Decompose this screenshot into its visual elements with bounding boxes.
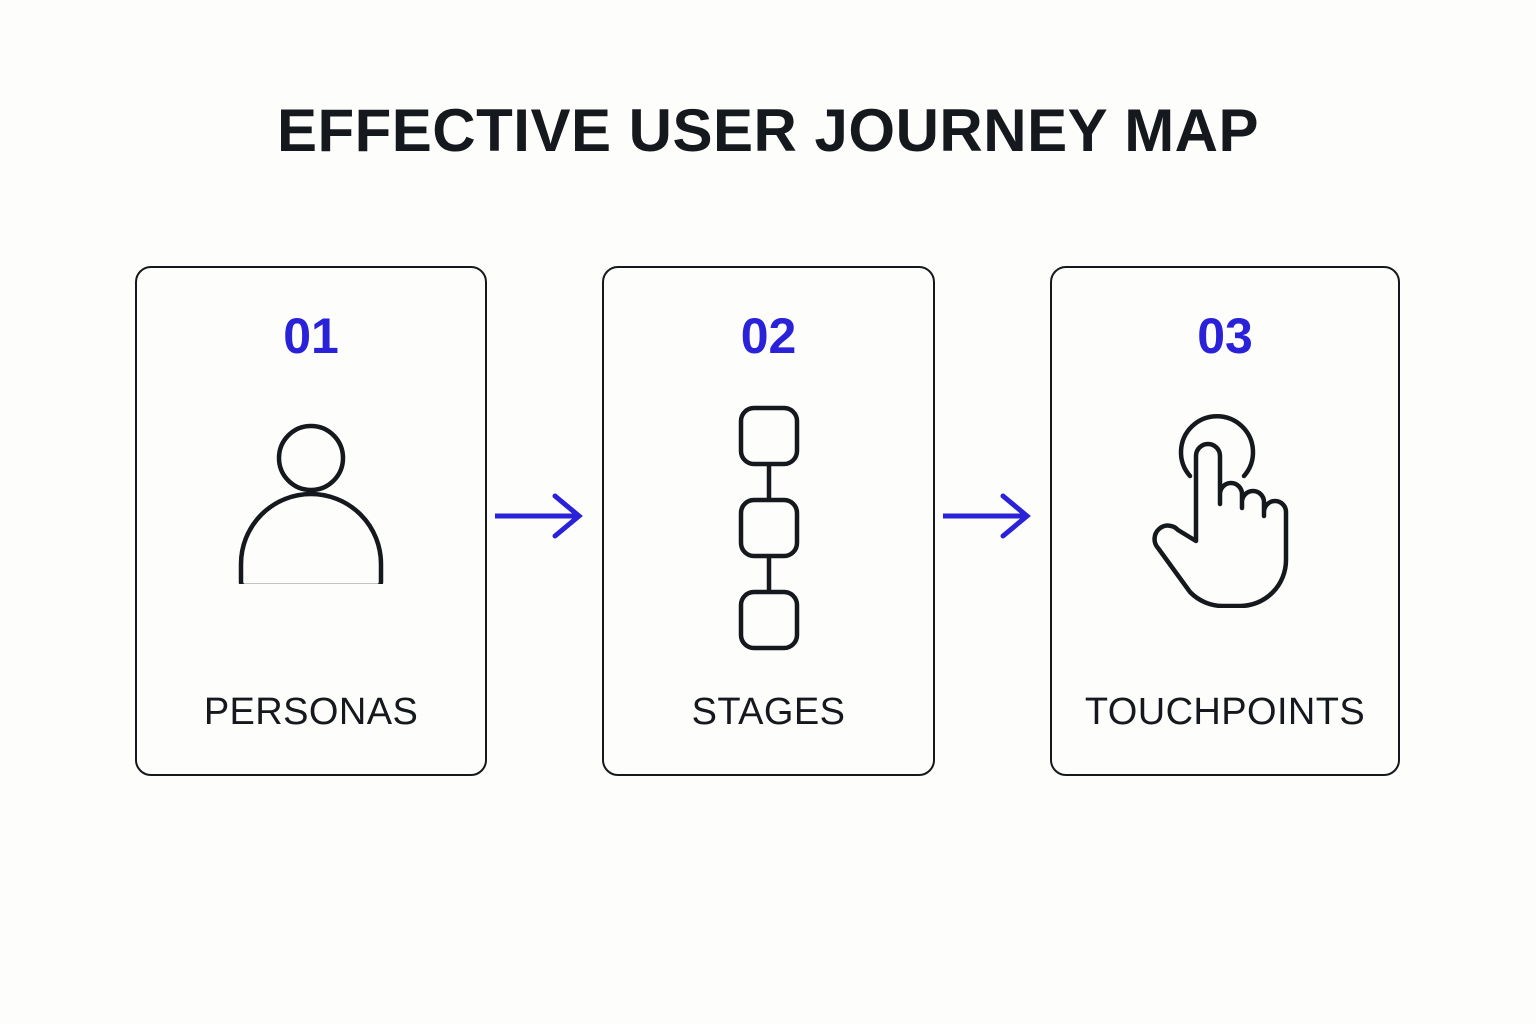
arrow-right-icon: [943, 493, 1031, 539]
step-card-personas[interactable]: 01 PERSONAS: [135, 266, 487, 776]
arrow-right-icon: [495, 493, 583, 539]
page-title: EFFECTIVE USER JOURNEY MAP: [276, 97, 1260, 164]
step-label: STAGES: [691, 691, 846, 733]
tap-hand-icon: [1152, 413, 1289, 608]
step-label: PERSONAS: [203, 691, 419, 733]
step-number: 02: [740, 308, 797, 364]
step-card-stages[interactable]: 02 STAGES: [602, 266, 935, 776]
step-label: TOUCHPOINTS: [1084, 691, 1366, 733]
step-card-touchpoints[interactable]: 03 TOUCHPOINTS: [1050, 266, 1400, 776]
person-icon: [238, 423, 384, 584]
step-number: 01: [283, 308, 339, 364]
step-number: 03: [1197, 308, 1253, 364]
stages-flow-icon: [738, 405, 799, 651]
